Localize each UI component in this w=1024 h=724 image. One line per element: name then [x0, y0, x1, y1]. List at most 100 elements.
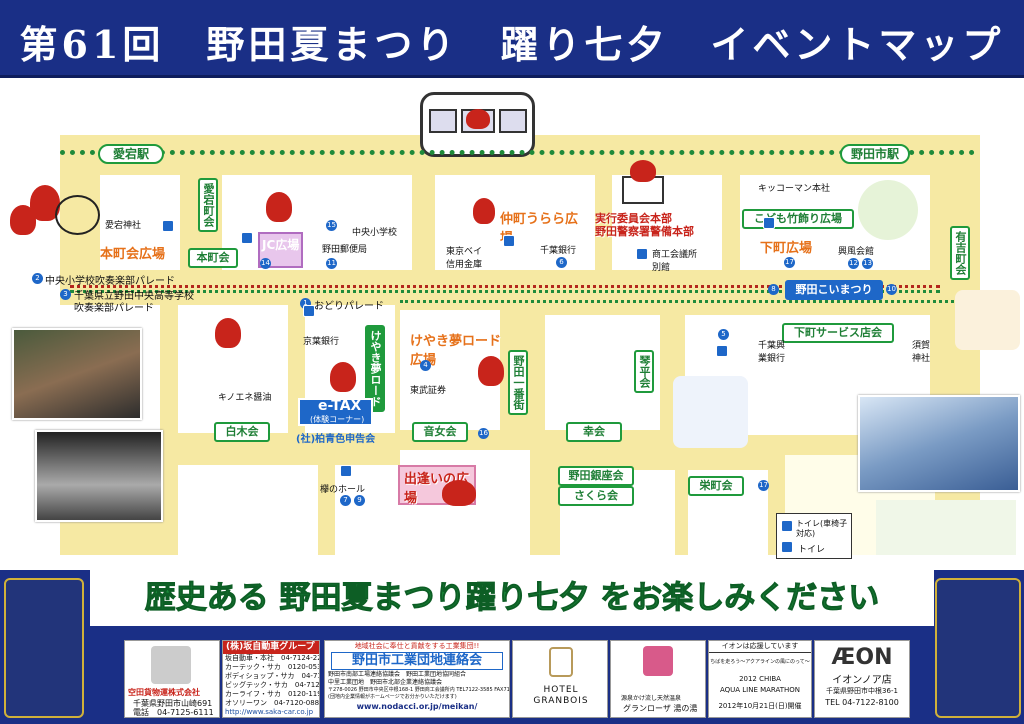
label-sakaemachi: 栄町会 — [688, 476, 744, 496]
railway-line — [60, 150, 975, 155]
ad-unso: 空田貨物運株式会社 千葉県野田市山崎691 電話 04-7125-6111 — [124, 640, 220, 718]
num-11: 11 — [326, 258, 337, 269]
num-12: 12 — [848, 258, 859, 269]
label-tobu: 東武証券 — [410, 386, 447, 396]
train-icon — [420, 92, 535, 157]
ad2-row: オソリーワン 04-7120-0888 — [225, 699, 320, 707]
event-map: 愛宕駅 野田市駅 2 中央小学校吹奏楽部パレード 3 千葉県立野田中央高等学校 … — [0, 80, 1024, 572]
route-2-label: 中央小学校吹奏楽部パレード — [45, 276, 175, 287]
label-chiba-kogyo: 千葉興業銀行 — [758, 341, 786, 364]
etax-box — [298, 398, 373, 426]
label-sakurakai: さくら会 — [558, 486, 634, 506]
route-3-label-1: 千葉県立野田中央高等学校 — [74, 291, 194, 302]
ad3-row: 中里工業団地 野田市北部企業連絡協議会 — [328, 679, 443, 686]
ad-kogyo-danchi: 地域社会に奉仕と貢献をする工業集団!! 野田市工業団地連絡会 野田市南部工場連絡… — [324, 640, 510, 718]
toilet-icon — [716, 345, 728, 357]
label-chuo-shogakko: 中央小学校 — [352, 228, 398, 238]
route-num-1: 1 — [300, 298, 311, 309]
label-honcho-hiroba: 本町会広場 — [100, 247, 166, 262]
bamboo-decoration — [876, 500, 1016, 555]
label-honcho-kai: 本町会 — [188, 248, 238, 268]
ad-granrosa: 源泉かけ流し天然温泉 グランローザ 湯の湯 — [610, 640, 706, 718]
label-shirakikai: 白木会 — [214, 422, 270, 442]
ad-granbois: HOTEL GRANBOIS — [512, 640, 608, 718]
festival-photo — [12, 328, 142, 420]
label-noda-koimatsuri: 野田こいまつり — [785, 280, 883, 300]
ad4-name: HOTEL GRANBOIS — [533, 685, 589, 706]
label-otonakai: 音女会 — [412, 422, 468, 442]
label-shoko-kaigisho: 商工会議所別館 — [652, 250, 698, 273]
label-keisatsu: 野田警察署警備本部 — [595, 225, 694, 238]
route-num-10: 10 — [886, 284, 897, 295]
wheelchair-toilet-icon — [781, 520, 793, 532]
tanabata-decoration-left — [4, 578, 84, 718]
legend-toilet: トイレ — [798, 545, 826, 555]
num-5: 5 — [718, 329, 729, 340]
ad-saka: (株)坂自動車グループ 坂自動車・本社 04-7124-2259 カーテック・サ… — [222, 640, 320, 718]
ad6-date: 2012年10月21日(日)開催 — [718, 702, 802, 710]
parade-route-middle — [70, 290, 940, 293]
label-atago-jinja: 愛宕神社 — [105, 221, 142, 231]
ad6-sub: ちばを走ろう〜アクアラインの風にのって〜 — [710, 659, 810, 665]
num-4: 4 — [420, 360, 431, 371]
ad5-name: グランローザ 湯の湯 — [623, 704, 698, 713]
route-1-label: おどりパレード — [314, 301, 384, 312]
mascot-icon — [266, 192, 292, 222]
mascot-icon — [630, 160, 656, 182]
label-saiwaikai: 幸会 — [566, 422, 622, 442]
route-num-2: 2 — [32, 273, 43, 284]
toilet-icon — [303, 305, 315, 317]
num-9: 9 — [354, 495, 365, 506]
ad1-addr: 千葉県野田市山崎691 — [133, 699, 213, 708]
ad2-row: カーライフ・サカ 0120-119-850 — [225, 690, 319, 698]
ad3-row: (団地内企業情報がホームページでお分かりいただけます) — [328, 694, 457, 700]
toilet-icon — [781, 541, 793, 553]
parade-route-lower — [400, 300, 960, 303]
label-arayoshi: 有吉町会 — [950, 226, 970, 280]
slogan: 歴史ある 野田夏まつり躍り七夕 をお楽しみください — [144, 580, 880, 617]
label-etax: e-TAX — [318, 398, 362, 414]
ad5-sub: 源泉かけ流し天然温泉 — [621, 695, 682, 702]
truck-image — [151, 646, 191, 684]
ad6-head: イオンは応援しています — [709, 641, 811, 653]
num-15: 15 — [326, 220, 337, 231]
num-14: 14 — [260, 258, 271, 269]
granbois-logo-icon — [549, 647, 573, 677]
num-17: 17 — [758, 480, 769, 491]
route-num-3: 3 — [60, 289, 71, 300]
num-7: 7 — [340, 495, 351, 506]
bamboo-decoration — [858, 180, 918, 240]
ad3-row: 〒278-0026 野田市中央区中根168-1 野田商工会議所内 TEL7122… — [328, 687, 510, 693]
station-nodashi: 野田市駅 — [840, 144, 910, 164]
aeon-logo: ÆON — [831, 645, 893, 670]
toilet-icon — [763, 217, 775, 229]
legend-toilet-accessible: トイレ(車椅子対応) — [796, 519, 848, 538]
ad1-name: 空田貨物運株式会社 — [128, 688, 200, 697]
label-tokyo-bay: 東京ベイ信用金庫 — [446, 247, 483, 270]
label-shinkoku: (社)柏青色申告会 — [296, 434, 376, 445]
label-kotohira: 琴平会 — [634, 350, 654, 393]
label-noda-ichiban: 野田一番街 — [508, 350, 528, 415]
label-keiyo-ginko: 京葉銀行 — [303, 337, 340, 347]
label-atago-chokai: 愛宕町会 — [198, 178, 218, 232]
ad2-row: ビッグテック・サカ 04-7121-2288 — [225, 681, 320, 689]
ad7-tel: TEL 04-7122-8100 — [825, 698, 899, 707]
ad2-title: (株)坂自動車グループ — [223, 641, 319, 654]
num-16: 16 — [478, 428, 489, 439]
label-etax-sub: (体験コーナー) — [310, 415, 365, 424]
mascot-icon — [478, 356, 504, 386]
route-num-8: 8 — [768, 284, 779, 295]
ad7-addr: 千葉県野田市中根36-1 — [826, 687, 898, 695]
dancers-illustration — [673, 376, 748, 448]
ad2-url[interactable]: http://www.saka-car.co.jp — [225, 708, 314, 716]
mascot-icon — [473, 198, 495, 224]
label-noda-yubinkyoku: 野田郵便局 — [322, 245, 368, 255]
label-shimomachi-hiroba: 下町広場 — [760, 241, 813, 256]
num-13: 13 — [862, 258, 873, 269]
parade-route-upper — [70, 285, 940, 288]
label-nodaginza: 野田銀座会 — [558, 466, 634, 486]
label-kofukai: 興風会館 — [838, 247, 875, 257]
label-keyaki-road: けやき夢ロード — [365, 325, 385, 412]
label-kodomo-take: こども竹飾り広場 — [742, 209, 854, 229]
ad3-url[interactable]: www.nodacci.or.jp/meikan/ — [356, 702, 478, 711]
